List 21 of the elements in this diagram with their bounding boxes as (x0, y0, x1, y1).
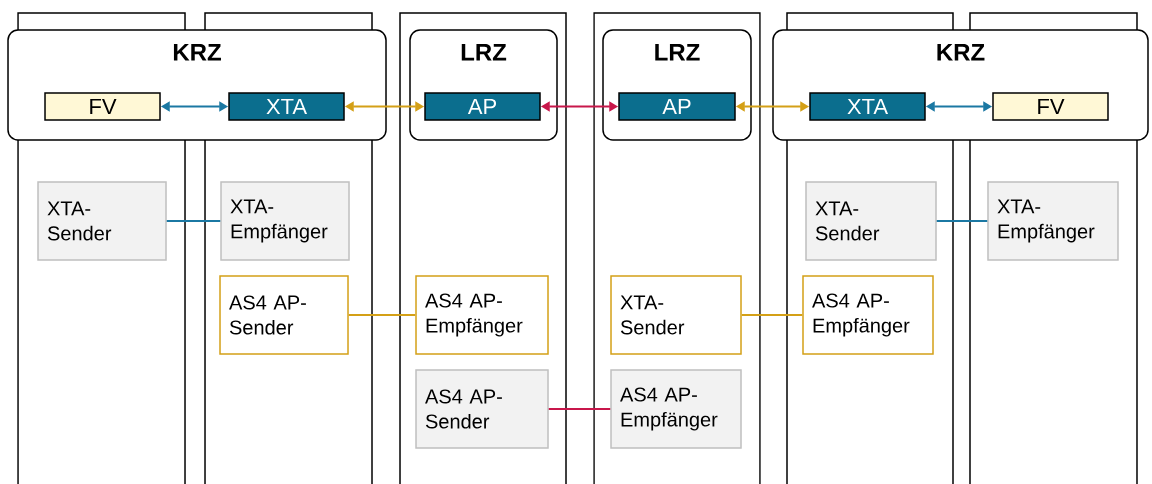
component-box: AP (424, 92, 541, 121)
role-box: XTA- Sender (37, 181, 167, 261)
role-box: XTA- Empfänger (220, 181, 350, 261)
component-box: XTA (228, 92, 345, 121)
component-box: FV (44, 92, 161, 121)
role-box: XTA- Sender (805, 181, 937, 261)
role-box: AS4 AP- Empfänger (415, 275, 549, 355)
component-box: XTA (809, 92, 926, 121)
connector-line (165, 220, 222, 222)
role-box: AS4 AP- Sender (219, 275, 349, 355)
connector-line (547, 408, 612, 410)
connector-line (935, 220, 989, 222)
role-box: XTA- Sender (610, 275, 742, 355)
role-box: AS4 AP- Sender (415, 369, 549, 449)
component-box: FV (992, 92, 1109, 121)
role-box: AS4 AP- Empfänger (610, 369, 742, 449)
component-box: AP (618, 92, 736, 121)
role-box: AS4 AP- Empfänger (802, 275, 934, 355)
connector-line (347, 314, 417, 316)
role-box: XTA- Empfänger (987, 181, 1119, 261)
connector-line (740, 314, 804, 316)
